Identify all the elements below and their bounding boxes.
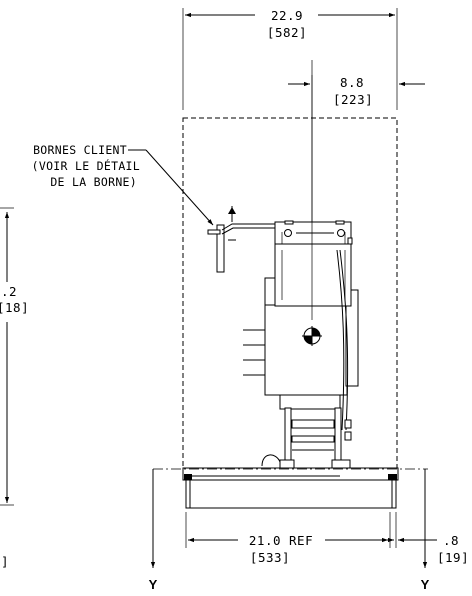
dimension-offset-right-value: 8.8 [340, 75, 364, 90]
dimension-offset-right-metric: [223] [333, 92, 373, 107]
dimension-base-width-metric: [533] [250, 550, 290, 565]
section-marker-right: Y [421, 577, 430, 592]
customer-terminals-callout: BORNES CLIENT (VOIR LE DÉTAIL DE LA BORN… [32, 143, 214, 226]
dimension-offset-right: 8.8 [223] [288, 75, 425, 300]
dimension-height: .2 [18] ] [0, 207, 29, 569]
callout-line-1: BORNES CLIENT [33, 143, 127, 157]
dimension-height-metric: [18] [0, 300, 29, 315]
dimension-overall-width-metric: [582] [267, 25, 307, 40]
dimension-overall-width-value: 22.9 [271, 8, 303, 23]
dimension-base-width-value: 21.0 REF [249, 533, 313, 548]
callout-line-2: (VOIR LE DÉTAIL [32, 158, 140, 173]
dimension-side-offset: .8 [19] [368, 512, 469, 565]
section-marker-left: Y [149, 577, 158, 592]
dimension-base-width: 21.0 REF [533] [185, 512, 397, 565]
dimension-left-partial-metric: ] [1, 554, 9, 569]
section-line: Y Y [149, 468, 430, 592]
dimension-overall-width: 22.9 [582] [182, 8, 398, 110]
equipment-assembly [182, 206, 399, 509]
dimension-height-value: .2 [1, 284, 17, 299]
callout-line-3: DE LA BORNE) [50, 175, 137, 189]
dimension-side-offset-metric: [19] [437, 550, 469, 565]
dimension-side-offset-value: .8 [443, 533, 459, 548]
